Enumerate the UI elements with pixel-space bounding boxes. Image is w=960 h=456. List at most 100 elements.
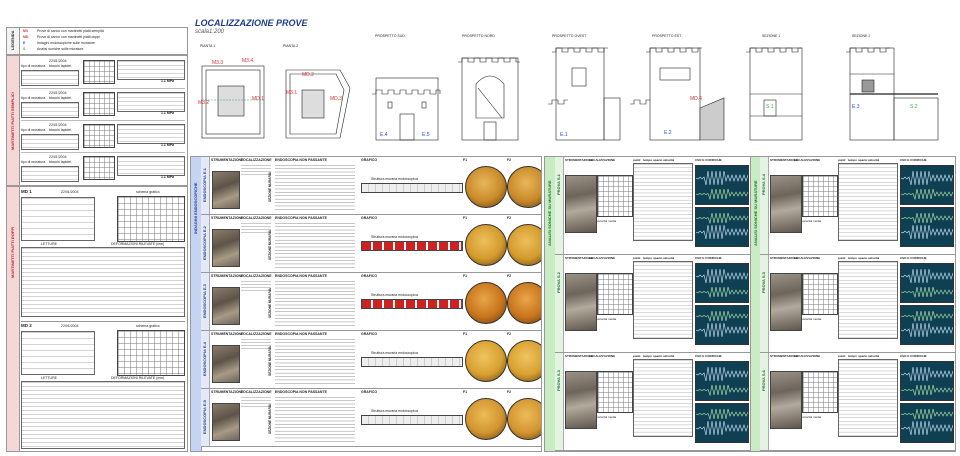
marker-md-2: MD.2 — [302, 72, 314, 78]
sonic-col-header: velocità — [868, 256, 880, 260]
endoscopy-graph-caption: Struttura muraria endoscopica — [371, 351, 418, 355]
flatjack-date-1: 22/01/2004 — [49, 59, 67, 63]
elev-sud-drawing — [372, 77, 441, 141]
sonic-velocity-label: velocità media — [597, 317, 617, 321]
sonic-col-header: spazio — [858, 256, 868, 260]
md2-date: 22/01/2004 — [61, 324, 79, 328]
md2-schema-title: schema grafico — [136, 324, 160, 328]
endoscopy-test-band: ENDOSCOPIA E.1 — [201, 157, 210, 214]
sonic-test-label: PROVA S.2 — [556, 272, 561, 294]
elev-ovest-label: PROSPETTO OVEST — [552, 34, 587, 38]
endoscopy-section-label: SEZIONE MURARIA — [268, 172, 272, 202]
legend-text: Analisi soniche sulle murature — [37, 47, 84, 51]
endoscopy-scope-image — [465, 282, 507, 324]
flatjack-data-table — [21, 134, 79, 150]
flatjack-date-2: 22/01/2004 — [49, 91, 67, 95]
flatjack-type-label: tipo di muratura — [21, 160, 46, 164]
endoscopy-col-header: ENDOSCOPIA NON PASSANTE — [275, 274, 327, 278]
sonic-oscillogram — [695, 361, 749, 401]
sonic-col-header: velocità — [868, 354, 880, 358]
marker-e-1: E.1 — [560, 132, 568, 138]
sonic-test-grid — [802, 371, 838, 413]
endoscopy-label: INDAGINI ENDOSCOPICHE — [193, 182, 198, 234]
sonic-col-header: STRUMENTAZIONE — [770, 158, 798, 162]
endoscopy-col-header: F2 — [507, 390, 512, 394]
sonic-oscillogram — [900, 403, 954, 443]
md1-schema — [117, 196, 185, 242]
endoscopy-col-header: GRAFICO — [361, 274, 378, 278]
md1-deform-title: DEFORMAZIONI RILEVATE (mm) — [111, 242, 165, 246]
sonic-data-table — [838, 359, 898, 437]
sonic-col-header: STRUMENTAZIONE — [770, 354, 798, 358]
endoscopy-section-label: SEZIONE MURARIA — [268, 230, 272, 260]
sonic-col-header: tempo — [643, 158, 652, 162]
legend-text: Indagini endoscopiche sulle murature — [37, 41, 95, 45]
elev-nord-drawing — [458, 57, 520, 141]
sonic-photo — [770, 273, 802, 331]
sonic-test-band: PROVA S.3 — [555, 353, 564, 450]
endoscopy-photo — [212, 229, 240, 267]
sonic-col-header: CSO E CODIFICHE — [900, 354, 927, 358]
flatjack-row-2: 22/01/2004 tipo di muratura blocchi lapi… — [21, 90, 185, 121]
marker-s-1: S.1 — [766, 104, 774, 110]
legend-code: E — [23, 41, 26, 45]
plan-1-label: PIANTA 1 — [200, 44, 216, 48]
sonic-col-header: velocità — [868, 158, 880, 162]
sonic-col-header: STRUMENTAZIONE — [565, 158, 593, 162]
md2-readings-title: LETTURE — [41, 376, 57, 380]
endoscopy-col-header: LOCALIZZAZIONE — [241, 274, 272, 278]
endoscopy-graph — [361, 241, 463, 251]
md2-title: MD 2 — [21, 323, 32, 328]
sonic-oscillogram — [900, 165, 954, 205]
endoscopy-scope-image — [465, 398, 507, 440]
endoscopy-section-label: SEZIONE MURARIA — [268, 288, 272, 318]
legend-code: S — [23, 47, 26, 51]
flatjack-sigma-3: 1.1 MPa — [161, 143, 175, 147]
sonic-label-right: ANALISI SONICHE SU MURATURE — [753, 180, 758, 246]
marker-e-3: E.3 — [852, 104, 860, 110]
sonic-velocity-label: velocità media — [597, 219, 617, 223]
endoscopy-photo — [212, 287, 240, 325]
sonic-col-header: punti — [633, 158, 641, 162]
endoscopy-col-header: F2 — [507, 158, 512, 162]
endoscopy-scope-image — [507, 224, 541, 266]
marker-e-2: E.2 — [664, 130, 672, 136]
endoscopy-location-lines — [241, 223, 271, 233]
flatjack-sigma-1: 1.1 MPa — [161, 79, 175, 83]
endoscopy-test-band: ENDOSCOPIA E.5 — [201, 389, 210, 446]
endoscopy-graph — [361, 357, 463, 367]
sonic-photo — [565, 273, 597, 331]
sez-2-label: SEZIONE 2 — [852, 34, 871, 38]
elev-nord-label: PROSPETTO NORD — [462, 34, 495, 38]
endoscopy-description — [275, 339, 355, 385]
sonic-photo — [565, 371, 597, 429]
sonic-data-table — [838, 261, 898, 339]
drawings-svg: M3.3 M3.4 M3.2 MD.1 MD.2 M3.1 MD.3 E.4 E… — [198, 47, 939, 141]
elev-est-drawing — [630, 47, 725, 141]
sonic-col-header: spazio — [858, 158, 868, 162]
sez-1-label: SEZIONE 1 — [762, 34, 781, 38]
endoscopy-col-header: ENDOSCOPIA NON PASSANTE — [275, 332, 327, 336]
sonic-col-header: CSO E CODIFICHE — [695, 256, 722, 260]
sonic-panel: ANALISI SONICHE SU MURATURE ANALISI SONI… — [544, 156, 956, 452]
endoscopy-col-header: GRAFICO — [361, 332, 378, 336]
flatjack-type-4: blocchi lapidei — [49, 160, 71, 164]
sonic-col-header: velocità — [663, 354, 675, 358]
flatjack-double-panel: MARTINETTI PIATTI DOPPI MD 1 MD 1 22/01/… — [6, 186, 188, 452]
sonic-col-header: punti — [838, 354, 846, 358]
flatjack-data-table — [21, 102, 79, 118]
sonic-test-label: PROVA S.1 — [556, 174, 561, 196]
sonic-test-label: PROVA S.3 — [556, 370, 561, 392]
flatjack-schema — [83, 156, 115, 180]
endoscopy-description — [275, 397, 355, 443]
sonic-col-header: spazio — [653, 354, 663, 358]
sonic-col-header: LOCALIZZAZIONE — [589, 158, 616, 162]
marker-md-1: MD.1 — [252, 96, 264, 102]
sonic-oscillogram — [900, 305, 954, 345]
